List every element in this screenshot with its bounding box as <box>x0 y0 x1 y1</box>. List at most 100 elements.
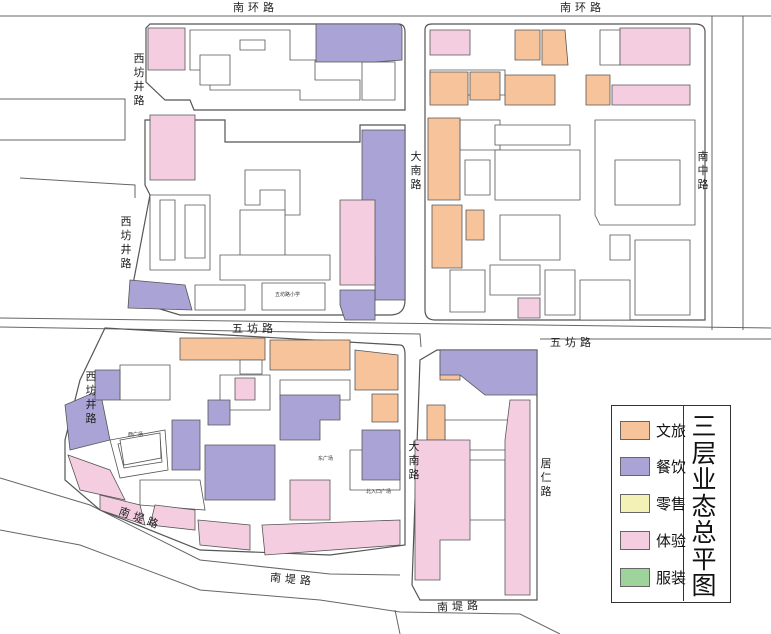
block-southwest <box>64 327 406 556</box>
legend-swatch-fuzhuang <box>620 568 650 587</box>
zone-wenlv <box>541 29 569 66</box>
zone-canyin <box>207 399 231 426</box>
road-edge <box>0 98 126 141</box>
building <box>599 29 621 66</box>
zone-wenlv <box>179 337 266 361</box>
building <box>199 54 231 86</box>
zone-tiyan <box>234 377 256 401</box>
zone-tiyan <box>517 297 541 319</box>
zone-canyin <box>439 349 538 396</box>
building <box>634 239 691 316</box>
building <box>139 479 206 511</box>
road-label-xifangjing-upper: 西坊井路 <box>133 52 145 107</box>
legend-swatch-lingshou <box>620 494 650 513</box>
road-edge <box>0 529 561 634</box>
zone-canyin <box>64 389 111 451</box>
zone-tiyan <box>611 84 691 106</box>
road-edge <box>0 477 401 576</box>
road-label-nanzhong: 南中路 <box>697 150 709 191</box>
legend-swatch-tiyan <box>620 531 650 550</box>
legend-label-wenlv: 文旅 <box>656 422 687 440</box>
zone-tiyan <box>261 519 401 556</box>
road-label-nanhuan-left: 南环路 <box>233 1 278 14</box>
building <box>494 124 571 146</box>
legend-label-canyin: 餐饮 <box>656 458 687 476</box>
place-label-east-plaza: 东广场 <box>318 456 334 462</box>
zone-canyin <box>361 429 401 481</box>
building <box>464 159 491 196</box>
zone-tiyan <box>197 519 251 551</box>
building <box>459 119 501 151</box>
road-label-xifangjing-lower: 西坊井路 <box>85 370 97 425</box>
road-label-nandi-right: 南堤路 <box>436 598 483 615</box>
road-edge <box>19 177 136 198</box>
plaza-outline <box>119 432 162 466</box>
zone-tiyan <box>504 399 531 596</box>
place-label-school: 五坊路小学 <box>275 292 301 298</box>
zone-tiyan <box>414 439 471 581</box>
building <box>449 269 486 313</box>
place-label-west-plaza: 西广场 <box>128 432 144 438</box>
building <box>219 254 331 281</box>
building <box>494 149 581 201</box>
building <box>544 269 576 316</box>
zone-wenlv <box>426 404 446 441</box>
zone-tiyan <box>429 29 471 56</box>
zone-wenlv <box>269 339 351 371</box>
zone-tiyan <box>289 479 331 521</box>
building <box>184 204 206 259</box>
building <box>239 39 266 51</box>
zone-tiyan <box>149 504 196 531</box>
road-label-juren: 居仁路 <box>540 457 552 498</box>
legend-swatch-wenlv <box>620 421 650 440</box>
building <box>119 364 171 401</box>
building <box>499 214 561 261</box>
legend-title: 三层业态总平图 <box>691 412 717 600</box>
building <box>244 169 301 216</box>
road-label-danan-lower: 大南路 <box>408 440 420 481</box>
zone-canyin <box>94 369 121 401</box>
zone-canyin <box>315 23 403 63</box>
zone-wenlv <box>431 204 463 269</box>
road-edge <box>394 609 401 634</box>
road-label-danan-upper: 大南路 <box>410 150 422 191</box>
legend-swatch-canyin <box>620 457 650 476</box>
zone-tiyan <box>339 199 376 286</box>
road-edge <box>0 317 771 329</box>
road-label-nanhuan-right: 南环路 <box>560 1 605 14</box>
zone-wenlv <box>585 74 611 106</box>
road-label-wufang-left: 五坊路 <box>232 322 277 335</box>
building <box>239 209 286 261</box>
legend-divider <box>683 405 684 601</box>
zone-canyin <box>171 419 201 471</box>
zone-wenlv <box>514 29 541 61</box>
zone-canyin <box>127 279 193 311</box>
road-label-xifangjing-mid: 西坊井路 <box>120 215 132 270</box>
zone-wenlv <box>465 209 485 241</box>
zone-tiyan <box>149 114 196 181</box>
zone-wenlv <box>469 71 501 101</box>
place-label-north-plaza: 北入口广场 <box>366 489 392 495</box>
road-edge <box>0 326 422 348</box>
zone-canyin <box>339 289 376 321</box>
block-east-north <box>424 23 706 321</box>
building <box>239 359 263 375</box>
building <box>489 264 541 296</box>
building <box>614 159 681 206</box>
zone-tiyan <box>147 27 186 71</box>
building <box>261 282 326 311</box>
zone-wenlv <box>429 71 469 106</box>
road-label-wufang-right: 五坊路 <box>550 336 595 349</box>
legend-label-tiyan: 体验 <box>656 532 687 550</box>
zone-tiyan <box>619 27 691 66</box>
zone-wenlv <box>504 74 556 106</box>
zone-wenlv <box>371 393 399 423</box>
zone-tiyan <box>67 454 126 501</box>
building <box>579 279 631 321</box>
zone-tiyan <box>99 494 146 526</box>
building <box>361 61 396 101</box>
building <box>159 199 176 261</box>
building <box>194 284 246 311</box>
legend-label-lingshou: 零售 <box>656 495 687 513</box>
